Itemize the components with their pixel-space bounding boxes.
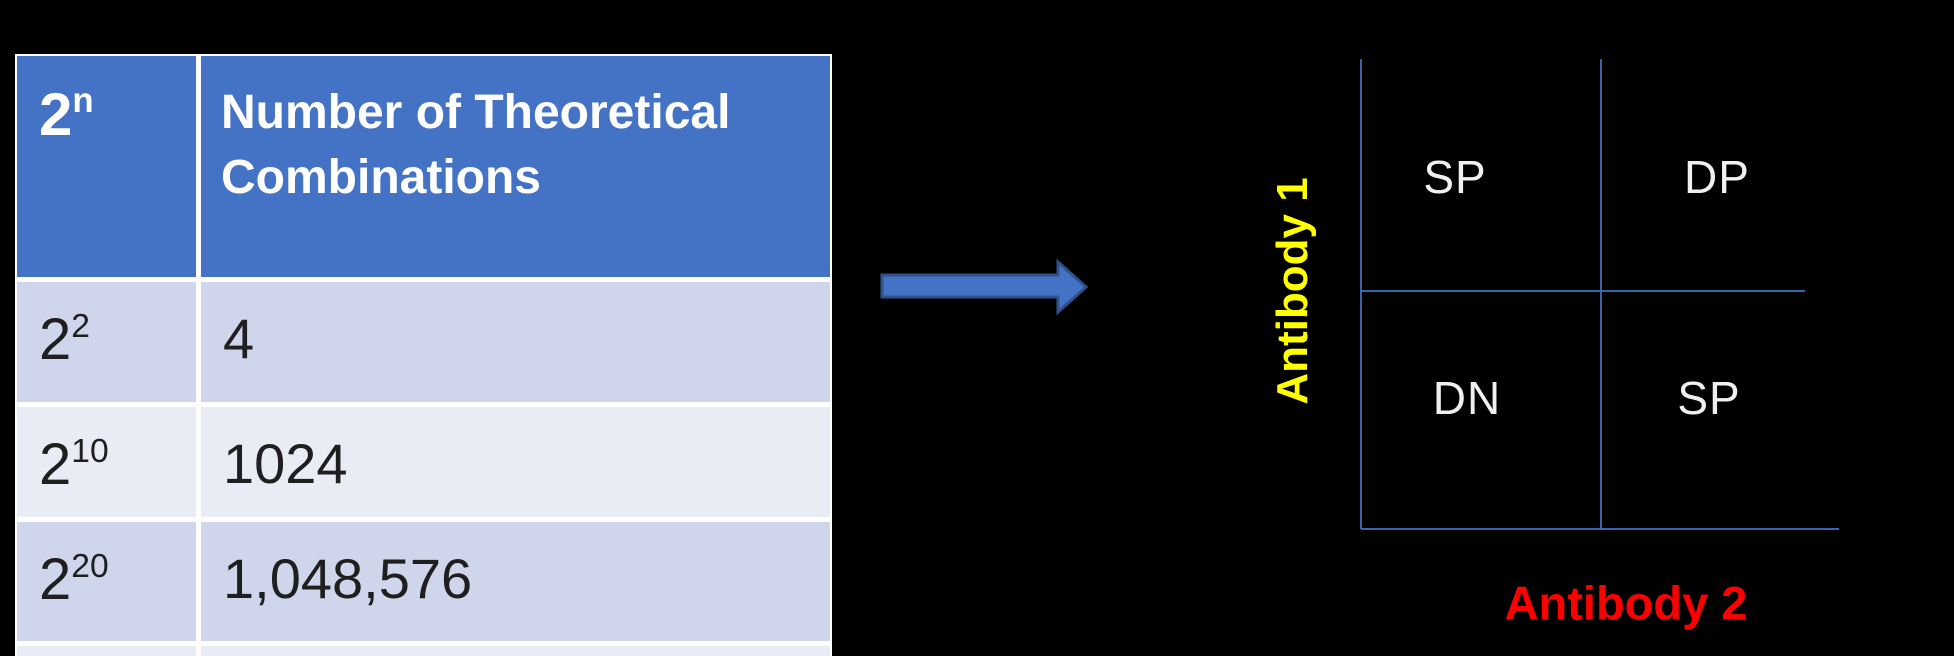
quadrant-top-right-label: DP — [1684, 151, 1750, 203]
table-row-value: 1,048,576 — [201, 522, 830, 641]
quadrant-bottom-right-label: SP — [1677, 372, 1741, 424]
quadrant-bottom-left-label: DN — [1432, 372, 1502, 424]
power-base: 2 — [39, 307, 72, 372]
power-exponent: 2 — [71, 308, 90, 345]
combinations-table: 2n Number of Theoretical Combinations 22… — [15, 54, 832, 656]
table-row-value: 4 — [201, 282, 830, 402]
right-arrow-icon — [880, 258, 1089, 316]
quadrant-top-left-label: SP — [1423, 151, 1487, 203]
table-header-2n: 2n — [17, 56, 196, 277]
power-base: 2 — [39, 547, 72, 612]
table-row-label: 22 — [17, 282, 196, 402]
header-exponent: n — [72, 81, 94, 121]
header-base: 2 — [39, 81, 73, 148]
table-header-combinations: Number of Theoretical Combinations — [201, 56, 830, 277]
table-row-value: 1024 — [201, 407, 830, 517]
power-exponent: 20 — [71, 548, 109, 585]
table-row-label: 220 — [17, 522, 196, 641]
table-row-label: 210 — [17, 407, 196, 517]
antibody2-x-axis-label: Antibody 2 — [1504, 576, 1748, 630]
antibody1-y-axis-label: Antibody 1 — [1268, 177, 1317, 405]
table-row-value — [201, 646, 830, 656]
power-base: 2 — [39, 432, 72, 497]
power-exponent: 10 — [71, 433, 109, 470]
table-row-label — [17, 646, 196, 656]
